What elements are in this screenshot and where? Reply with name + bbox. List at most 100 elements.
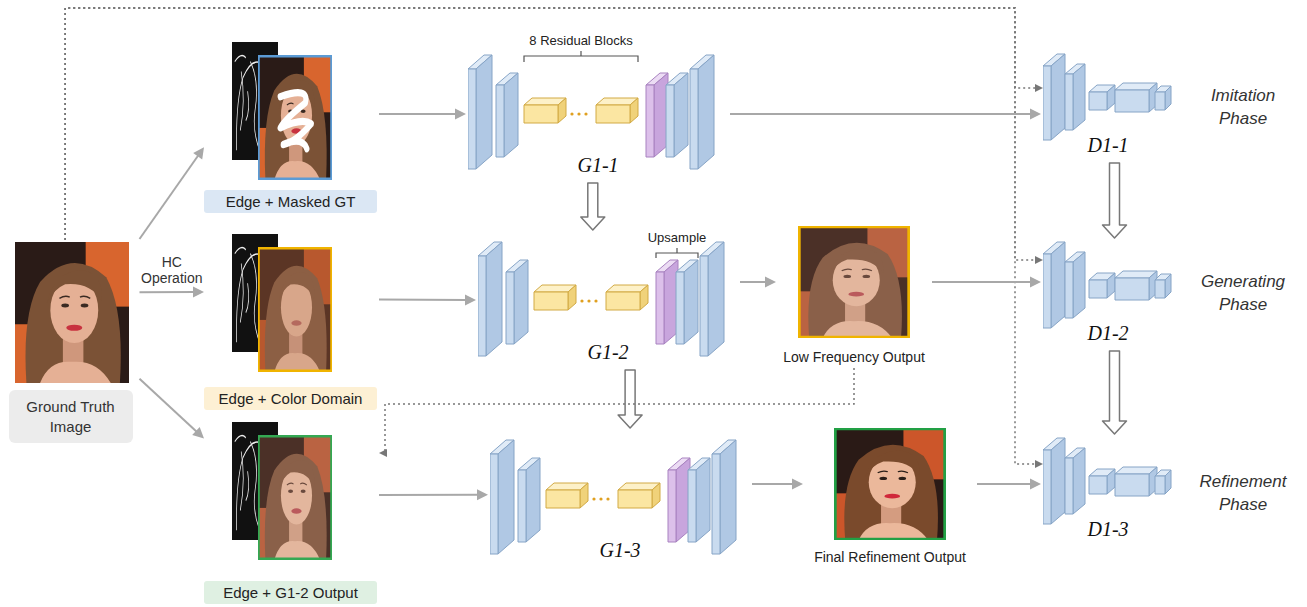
graphic-part <box>1115 467 1157 496</box>
discriminator-node: D1-1 <box>1043 52 1173 160</box>
discriminator-node: D1-3 <box>1043 436 1173 544</box>
flow-arrow <box>1103 351 1127 434</box>
graphic-part <box>666 85 674 157</box>
graphic-part <box>700 256 708 356</box>
graphic-part <box>652 483 660 508</box>
arrowhead <box>455 109 466 120</box>
graphic-part <box>1051 242 1065 328</box>
graphic-part <box>1089 469 1115 494</box>
graphic-part <box>280 93 311 149</box>
dotted-line <box>65 8 1036 260</box>
graphic-part <box>496 85 504 157</box>
graphic-part <box>498 440 514 554</box>
arrow-line <box>977 483 1032 485</box>
arrowhead <box>1030 479 1041 490</box>
phase-band: Generating PhaseG1-2Low Frequency Output… <box>398 218 1307 370</box>
graphic-part <box>844 445 938 540</box>
graphic-part <box>1073 448 1085 514</box>
graphic-part <box>279 272 315 301</box>
graphic-part <box>1115 278 1149 300</box>
graphic-part <box>1089 85 1115 110</box>
graphic-part <box>656 272 664 344</box>
arrow-line <box>932 281 1032 283</box>
graphic-part <box>1107 469 1115 494</box>
graphic-part <box>301 489 306 493</box>
graphic-part <box>291 320 301 325</box>
graphic-part <box>1043 450 1051 524</box>
arrow-line <box>140 291 196 293</box>
graphic-part <box>606 292 640 310</box>
graphic-part <box>829 248 883 274</box>
graphic-part <box>676 272 684 344</box>
input-caption: Edge + Color Domain <box>204 387 377 410</box>
graphic-part <box>842 269 872 271</box>
arrowhead <box>1030 109 1041 120</box>
graphic-part <box>618 490 652 508</box>
graphic-part <box>468 55 492 169</box>
graphic-part <box>568 285 576 310</box>
graphic-part <box>526 458 540 542</box>
input-caption: Edge + G1-2 Output <box>204 581 377 604</box>
graphic-part <box>834 428 946 540</box>
graphic-part <box>668 470 676 542</box>
graphic-part <box>656 260 678 344</box>
connector <box>730 109 1041 120</box>
arrowhead <box>379 449 387 457</box>
graphic-part <box>599 497 602 500</box>
graphic-part <box>398 418 1307 570</box>
graphic-part <box>258 435 332 560</box>
output-node: Final Refinement Output <box>805 428 975 566</box>
graphic-part <box>265 454 327 560</box>
graphic-part <box>1043 242 1065 328</box>
graphic-part <box>1089 476 1107 494</box>
graphic-part <box>1165 470 1171 494</box>
discriminator-label: D1-2 <box>1087 322 1128 345</box>
graphic-part <box>708 242 724 356</box>
graphic-part <box>478 242 502 356</box>
graphic-part <box>1043 438 1065 524</box>
graphic-part <box>546 490 580 508</box>
ground-truth-node: Ground Truth Image <box>5 242 137 443</box>
graphic-part <box>46 270 101 303</box>
arrowhead <box>792 479 803 490</box>
arrow-line <box>740 281 767 283</box>
graphic-part <box>899 477 907 480</box>
graphic-part <box>398 218 1307 370</box>
connector <box>65 8 1043 264</box>
graphic-part <box>580 299 583 302</box>
connector <box>1103 163 1127 238</box>
input-image-pair <box>204 40 369 182</box>
graphic-part <box>594 299 597 302</box>
graphic-part <box>834 428 946 540</box>
arrow-line <box>379 299 467 301</box>
graphic-part <box>1115 474 1149 496</box>
graphic-part <box>274 161 320 180</box>
graphic-part <box>291 508 301 513</box>
graphic-part <box>1043 54 1065 140</box>
graphic-part <box>259 248 331 371</box>
arrowhead <box>1035 460 1043 468</box>
graphic-part <box>490 440 514 554</box>
arrowhead <box>1035 84 1043 92</box>
graphic-part <box>1051 54 1065 140</box>
connector <box>140 287 205 298</box>
graphic-part <box>259 56 331 179</box>
graphic-part <box>235 248 246 254</box>
graphic-part <box>274 353 320 372</box>
graphic-part <box>646 73 668 157</box>
graphic-part <box>524 98 566 123</box>
graphic-part <box>40 362 111 383</box>
arrowhead <box>765 277 776 288</box>
graphic-part <box>570 112 573 115</box>
graphic-part <box>808 243 902 338</box>
graphic-part <box>580 483 588 508</box>
arrowhead <box>465 294 476 305</box>
graphic-part <box>25 263 120 383</box>
graphic-part <box>592 497 595 500</box>
graphic-part <box>1073 252 1085 318</box>
graphic-part <box>288 489 293 493</box>
connector <box>379 294 476 305</box>
graphic-part <box>287 483 307 485</box>
graphic-part <box>476 55 492 169</box>
graphic-part <box>1089 92 1107 110</box>
